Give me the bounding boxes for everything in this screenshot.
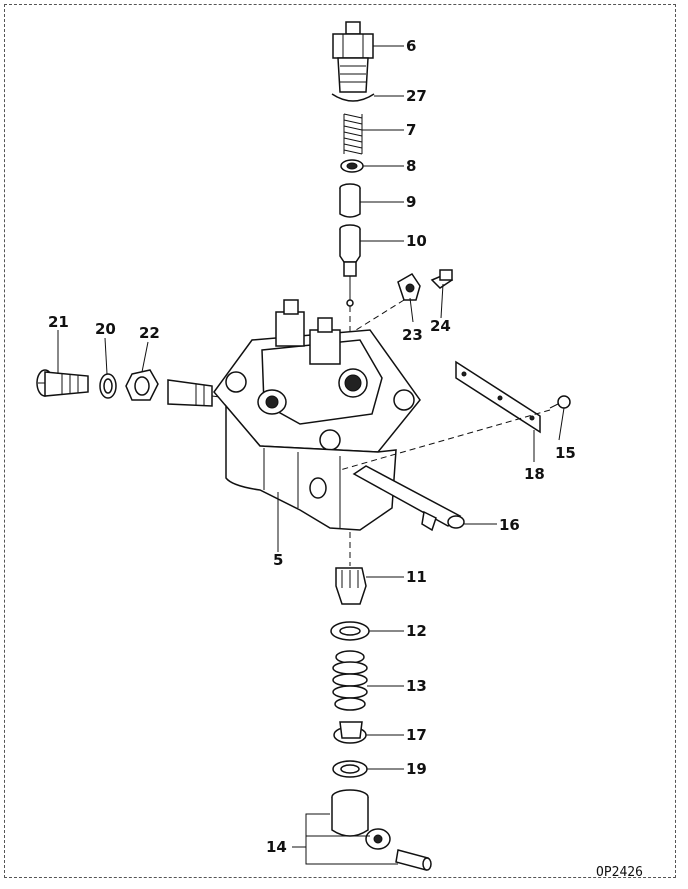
roller-part	[365, 828, 391, 850]
pump-body-part	[213, 299, 421, 531]
plunger-spring-part	[332, 650, 368, 711]
callout-9: 9	[406, 193, 416, 211]
callout-14: 14	[266, 838, 287, 856]
callout-22: 22	[139, 324, 160, 342]
screw-part	[36, 369, 89, 397]
nut-part	[125, 369, 159, 401]
diagram-border	[4, 4, 676, 878]
washer-part	[340, 159, 364, 173]
callout-23: 23	[402, 326, 423, 344]
callout-12: 12	[406, 622, 427, 640]
callout-7: 7	[406, 121, 416, 139]
callout-16: 16	[499, 516, 520, 534]
tappet-part	[331, 789, 369, 837]
callout-20: 20	[95, 320, 116, 338]
lower-seat-part	[333, 721, 367, 744]
drawing-code: OP2426	[596, 865, 643, 880]
upper-seat-part	[330, 621, 370, 641]
callout-27: 27	[406, 87, 427, 105]
callout-13: 13	[406, 677, 427, 695]
callout-6: 6	[406, 37, 416, 55]
spring-part	[343, 113, 363, 155]
callout-17: 17	[406, 726, 427, 744]
callout-5: 5	[273, 551, 283, 569]
valve-part	[339, 183, 361, 218]
tappet-pin-part	[395, 849, 432, 871]
pin-part	[549, 395, 571, 409]
callout-21: 21	[48, 313, 69, 331]
callout-15: 15	[555, 444, 576, 462]
sleeve-part	[335, 567, 367, 605]
callout-8: 8	[406, 157, 416, 175]
plate-part	[455, 360, 541, 434]
gasket-part	[331, 93, 375, 102]
valve-seat-part	[339, 224, 361, 307]
callout-10: 10	[406, 232, 427, 250]
callout-11: 11	[406, 568, 427, 586]
control-rack-part	[352, 465, 465, 532]
callout-24: 24	[430, 317, 451, 335]
callout-19: 19	[406, 760, 427, 778]
delivery-valve-holder-part	[332, 21, 374, 93]
bolt-part	[430, 269, 454, 289]
leader-lines	[57, 45, 565, 865]
clamp-part	[397, 273, 421, 301]
callout-18: 18	[524, 465, 545, 483]
washer-left-part	[99, 373, 117, 399]
shim-part	[332, 760, 368, 778]
fitting-part	[167, 379, 213, 407]
